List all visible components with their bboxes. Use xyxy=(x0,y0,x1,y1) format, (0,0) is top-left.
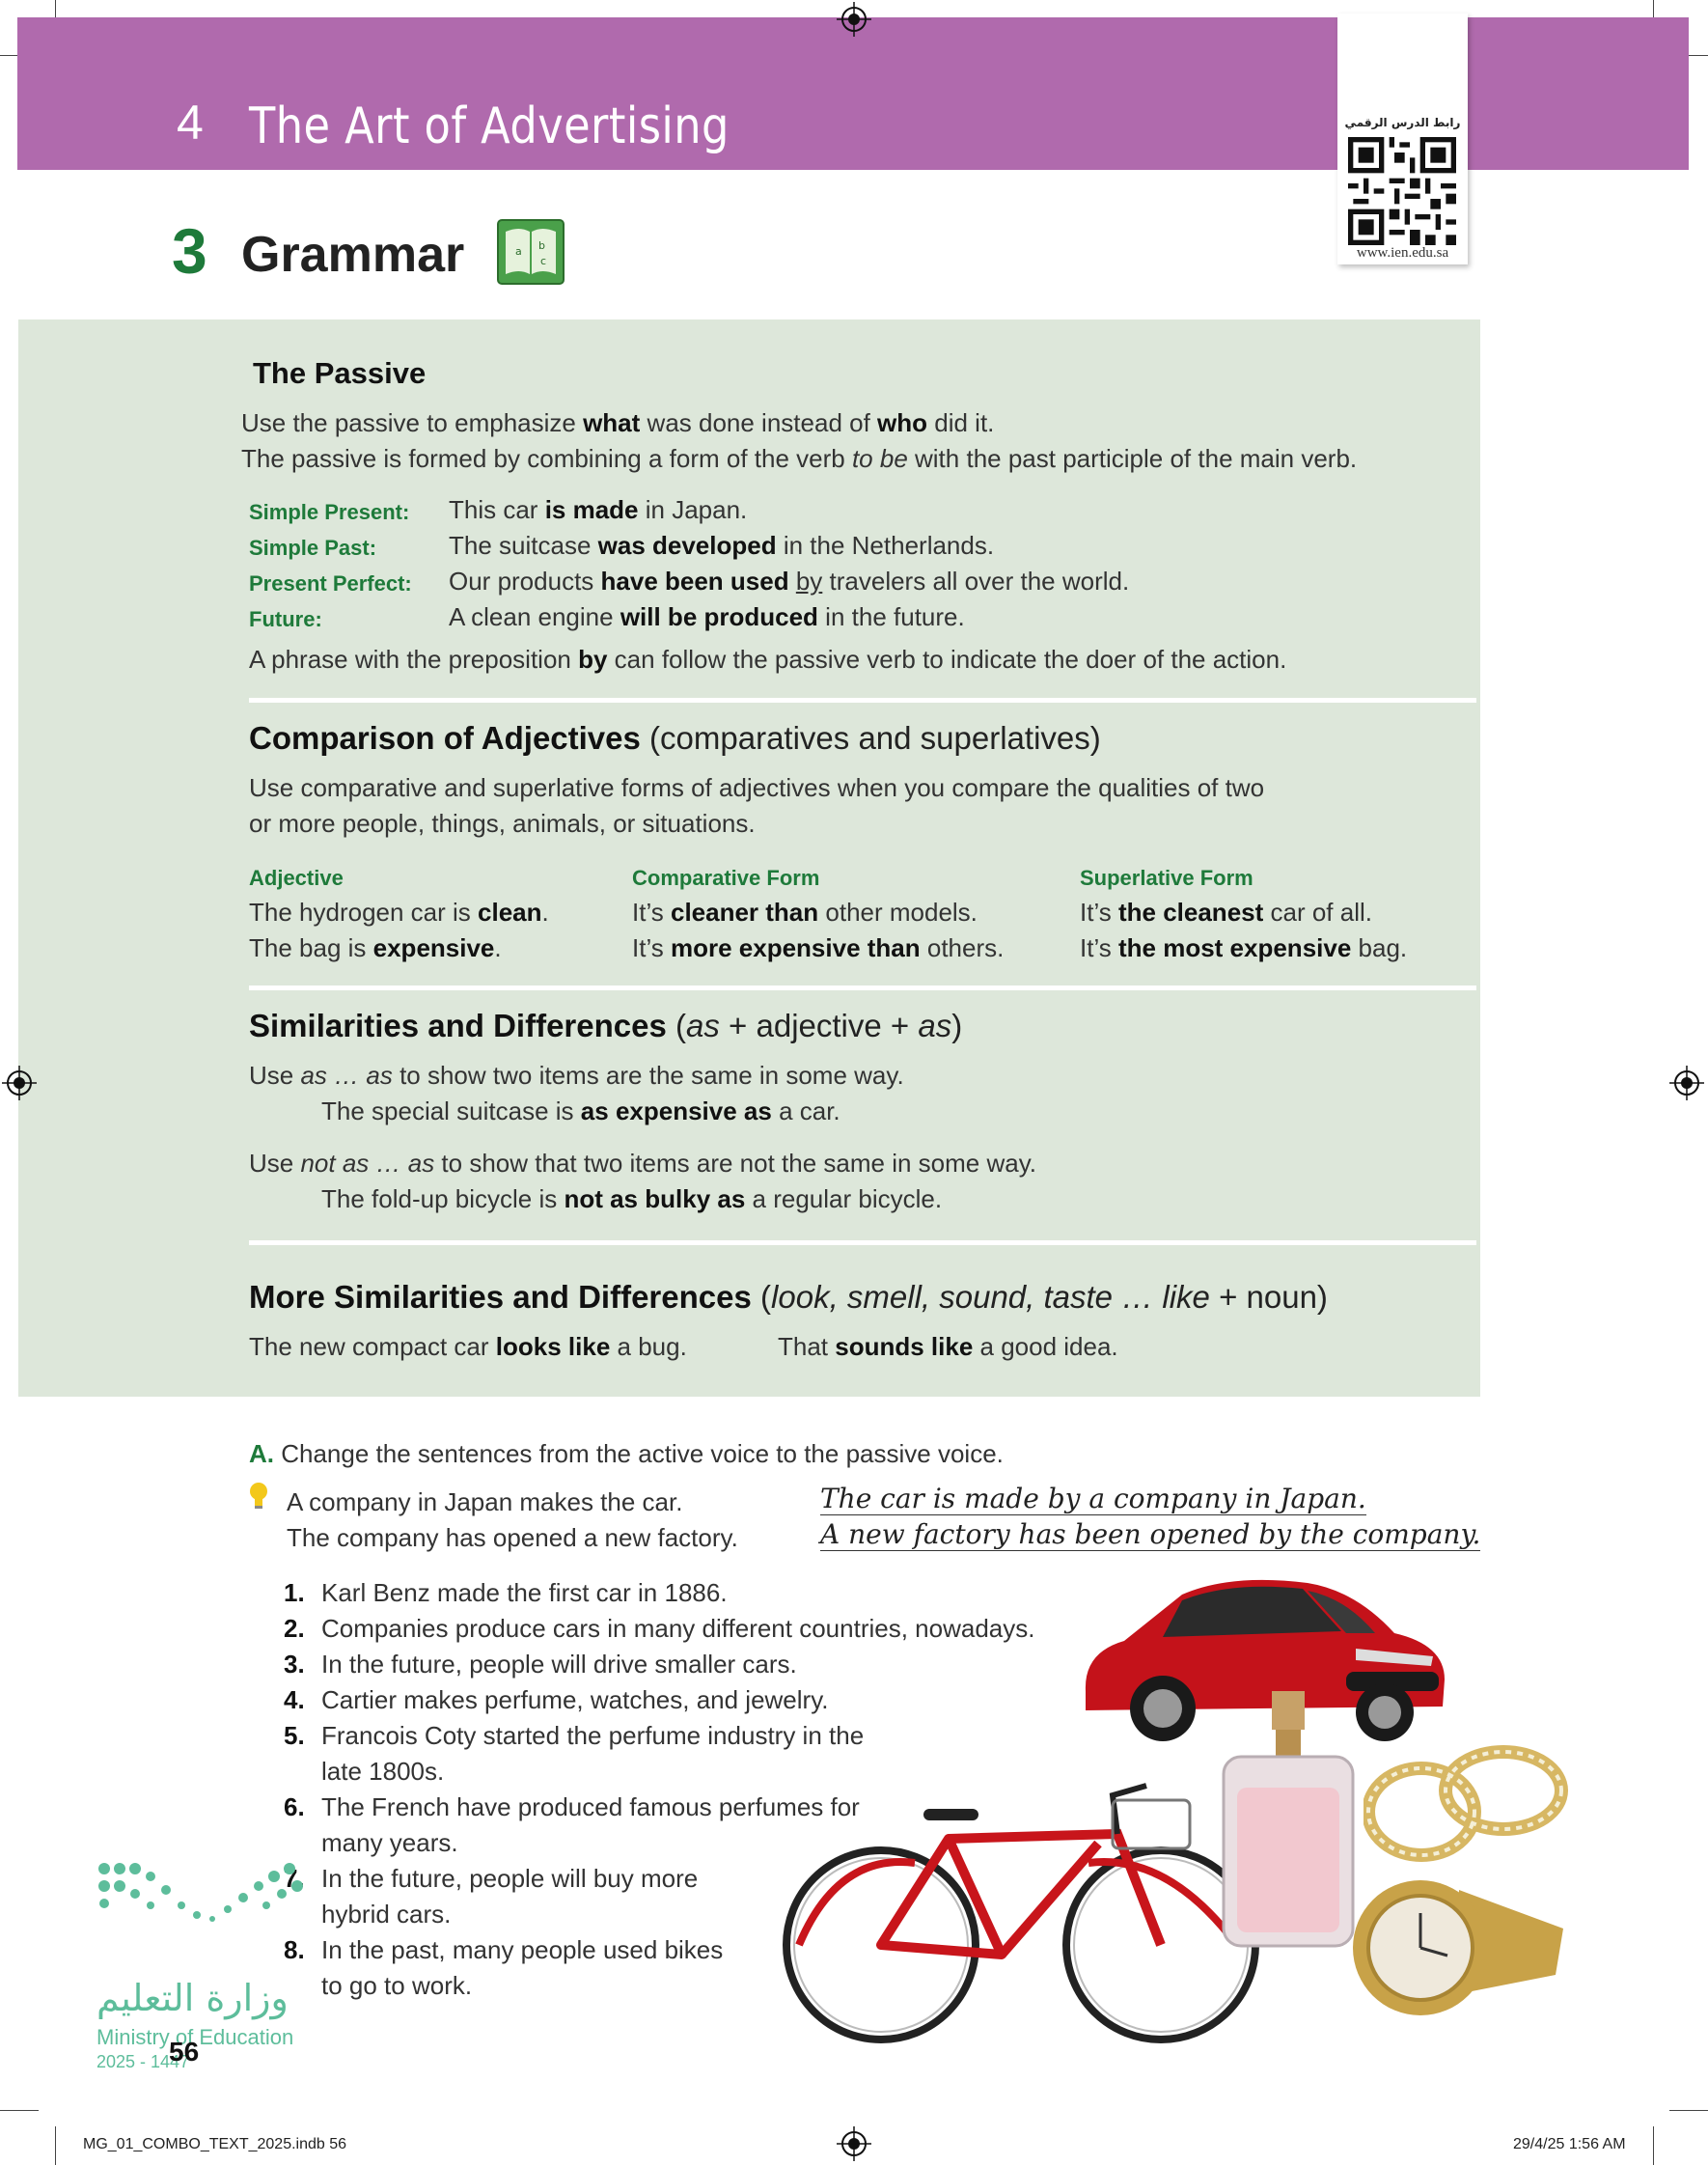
crop-mark xyxy=(1653,2126,1654,2165)
exercise-item-text: In the future, people will drive smaller… xyxy=(321,1650,797,1679)
exercise-item: 3. xyxy=(284,1650,305,1679)
exercise-instruction: A. Change the sentences from the active … xyxy=(249,1439,1004,1468)
tense-label: Simple Present: xyxy=(249,500,410,524)
similarities-heading: Similarities and Differences (as + adjec… xyxy=(249,1008,963,1043)
ministry-logo-arabic: وزارة التعليم xyxy=(96,1977,289,2019)
section-divider xyxy=(249,698,1476,703)
page-number: 56 xyxy=(169,2037,200,2067)
example-passive-answer: A new factory has been opened by the com… xyxy=(820,1518,1481,1551)
registration-target-icon xyxy=(837,2,871,37)
exercise-item: 4. xyxy=(284,1685,305,1714)
section-divider xyxy=(249,985,1476,990)
exercise-item-text: to go to work. xyxy=(321,1971,473,2000)
more-similarities-heading: More Similarities and Differences (look,… xyxy=(249,1279,1328,1315)
superlative-example: It’s the cleanest car of all. xyxy=(1080,898,1372,927)
comparative-example: It’s more expensive than others. xyxy=(632,933,1005,962)
red-car-illustration xyxy=(1085,1579,1445,1741)
exercise-item-text: Cartier makes perfume, watches, and jewe… xyxy=(321,1685,829,1714)
exercise-item-text: Companies produce cars in many different… xyxy=(321,1614,1035,1643)
section-number: 3 xyxy=(172,215,207,287)
comparison-desc-1: Use comparative and superlative forms of… xyxy=(249,773,1265,802)
footer-date: 29/4/25 1:56 AM xyxy=(1513,2136,1626,2152)
exercise-item: 6. xyxy=(284,1792,305,1821)
passive-line-1: Use the passive to emphasize what was do… xyxy=(241,408,995,437)
gold-watch-illustration xyxy=(1353,1880,1563,2015)
exercise-item-text: late 1800s. xyxy=(321,1757,445,1786)
exercise-item-text: The French have produced famous perfumes… xyxy=(321,1792,860,1821)
section-title: Grammar xyxy=(241,227,465,283)
passive-heading: The Passive xyxy=(253,356,427,390)
ministry-logo-dots-icon xyxy=(98,1863,303,1922)
exercise-item-text: hybrid cars. xyxy=(321,1900,452,1929)
svg-text:c: c xyxy=(540,255,546,267)
column-header-adjective: Adjective xyxy=(249,866,344,890)
exercise-item: 8. xyxy=(284,1935,305,1964)
exercise-item-text: In the past, many people used bikes xyxy=(321,1935,724,1964)
exercise-letter: A. xyxy=(249,1439,274,1468)
tense-example: A clean engine will be produced in the f… xyxy=(449,602,965,631)
tense-label: Future: xyxy=(249,607,322,631)
exercise-item: 1. xyxy=(284,1578,305,1607)
exercise-item: 5. xyxy=(284,1721,305,1750)
passive-line-2: The passive is formed by combining a for… xyxy=(241,444,1358,473)
registration-target-icon xyxy=(1669,1066,1704,1100)
tense-example: The suitcase was developed in the Nether… xyxy=(449,531,995,560)
crop-mark xyxy=(55,2126,56,2165)
similarities-example-2: The fold-up bicycle is not as bulky as a… xyxy=(321,1184,943,1213)
qr-url[interactable]: www.ien.edu.sa xyxy=(1356,245,1449,261)
comparative-example: It’s cleaner than other models. xyxy=(632,898,978,927)
ministry-logo-english: Ministry of Education xyxy=(96,2025,294,2049)
exercise-item-text: In the future, people will buy more xyxy=(321,1864,699,1893)
registration-target-icon xyxy=(837,2126,871,2161)
unit-number: 4 xyxy=(177,96,204,150)
exercise-item-text: Francois Coty started the perfume indust… xyxy=(321,1721,865,1750)
unit-title: The Art of Advertising xyxy=(249,97,730,155)
footer-file-name: MG_01_COMBO_TEXT_2025.indb 56 xyxy=(83,2136,347,2152)
tense-example: Our products have been used by travelers… xyxy=(449,567,1130,596)
qr-label: رابط الدرس الرقمي xyxy=(1344,116,1461,129)
column-header-comparative: Comparative Form xyxy=(632,866,820,890)
grammar-book-icon: b c a xyxy=(497,219,565,285)
example-active-sentence: The company has opened a new factory. xyxy=(287,1523,738,1552)
red-bicycle-illustration xyxy=(783,1783,1259,2043)
crop-mark xyxy=(1669,55,1708,56)
similarities-example-1: The special suitcase is as expensive as … xyxy=(321,1096,840,1125)
superlative-example: It’s the most expensive bag. xyxy=(1080,933,1408,962)
digital-lesson-qr-card[interactable]: رابط الدرس الرقمي www.ien.edu.sa xyxy=(1337,14,1468,264)
section-divider xyxy=(249,1240,1476,1245)
tense-example: This car is made in Japan. xyxy=(449,495,748,524)
example-passive-answer: The car is made by a company in Japan. xyxy=(820,1483,1366,1515)
passive-note: A phrase with the preposition by can fol… xyxy=(249,645,1287,674)
adjective-example: The hydrogen car is clean. xyxy=(249,898,549,927)
adjective-example: The bag is expensive. xyxy=(249,933,502,962)
qr-code-icon[interactable] xyxy=(1348,137,1456,245)
column-header-superlative: Superlative Form xyxy=(1080,866,1253,890)
exercise-item-text: Karl Benz made the first car in 1886. xyxy=(321,1578,728,1607)
exercise-item-text: many years. xyxy=(321,1828,458,1857)
similarities-use-1: Use as … as to show two items are the sa… xyxy=(249,1061,904,1090)
svg-text:b: b xyxy=(538,239,545,252)
lightbulb-icon xyxy=(250,1483,267,1509)
registration-target-icon xyxy=(2,1066,37,1100)
gold-earrings-illustration xyxy=(1364,1745,1568,1862)
comparison-heading: Comparison of Adjectives (comparatives a… xyxy=(249,720,1101,756)
crop-mark xyxy=(1669,2110,1708,2111)
more-similarities-example-1: The new compact car looks like a bug. xyxy=(249,1332,687,1361)
more-similarities-example-2: That sounds like a good idea. xyxy=(778,1332,1118,1361)
similarities-use-2: Use not as … as to show that two items a… xyxy=(249,1149,1036,1178)
perfume-bottle-illustration xyxy=(1222,1691,1355,1948)
example-active-sentence: A company in Japan makes the car. xyxy=(287,1487,683,1516)
tense-label: Present Perfect: xyxy=(249,571,412,596)
tense-label: Simple Past: xyxy=(249,536,377,560)
ministry-logo-year: 2025 - 1447 xyxy=(96,2052,190,2071)
exercise-item: 2. xyxy=(284,1614,305,1643)
grammar-panel xyxy=(18,319,1480,1397)
crop-mark xyxy=(0,2110,39,2111)
comparison-desc-2: or more people, things, animals, or situ… xyxy=(249,809,756,838)
svg-text:a: a xyxy=(515,245,522,258)
